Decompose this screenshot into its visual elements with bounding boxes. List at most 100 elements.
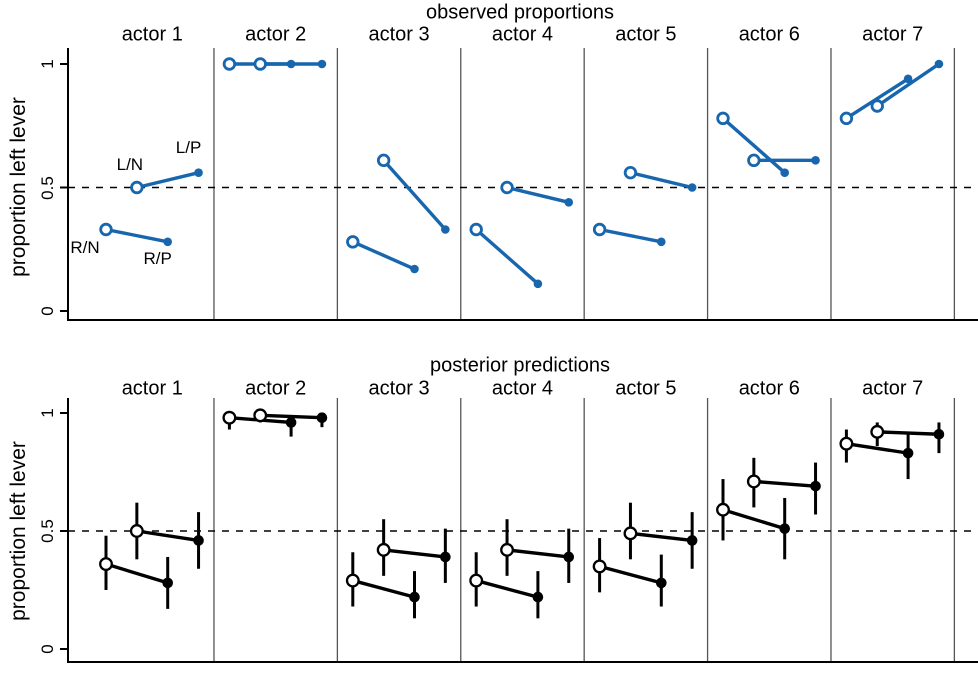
observed-open-point [376, 153, 391, 168]
actor-label: actor 2 [245, 23, 307, 46]
observed-filled-point [780, 168, 789, 177]
observed-filled-point [811, 156, 820, 165]
posterior-open-point [253, 408, 268, 423]
actor-label: actor 7 [862, 377, 924, 400]
posterior-filled-point [902, 447, 914, 459]
actor-label: actor 6 [738, 377, 800, 400]
observed-segment [382, 159, 447, 231]
y-tick-label: 1 [38, 408, 57, 418]
top-panel-title: observed proportions [426, 1, 614, 24]
observed-segment [876, 62, 940, 108]
observed-segment [352, 240, 416, 271]
actor-label: actor 2 [245, 377, 307, 400]
observed-open-point [592, 222, 607, 237]
y-tick-label: 0.5 [38, 175, 57, 200]
y-axis-label-bottom: proportion left lever [7, 441, 30, 621]
observed-open-point [747, 153, 761, 168]
posterior-open-point [376, 542, 391, 557]
observed-segment [105, 227, 169, 244]
observed-filled-point [687, 183, 697, 192]
observed-filled-point [286, 59, 296, 69]
observed-filled-point [903, 74, 913, 84]
y-tick-label: 0 [38, 306, 57, 316]
actor-label: actor 1 [121, 23, 183, 46]
posterior-open-point [839, 436, 854, 451]
observed-segment [599, 227, 662, 244]
posterior-segment [352, 578, 415, 599]
posterior-open-point [129, 524, 144, 538]
posterior-segment [506, 548, 569, 559]
observed-filled-point [441, 225, 450, 234]
observed-filled-point [657, 237, 666, 247]
actor-label: actor 1 [121, 377, 183, 400]
observed-segment [475, 228, 540, 286]
posterior-segment [105, 562, 169, 585]
observed-open-point [716, 111, 730, 126]
observed-open-point [346, 235, 360, 249]
posterior-segment [846, 441, 909, 455]
condition-label: L/N [116, 154, 144, 174]
posterior-filled-point [656, 577, 667, 589]
observed-open-point [870, 99, 884, 113]
posterior-open-point [500, 542, 515, 557]
posterior-filled-point [409, 591, 420, 603]
actor-label: actor 3 [368, 23, 430, 46]
actor-label: actor 4 [491, 377, 554, 400]
posterior-open-point [716, 502, 730, 517]
posterior-filled-point [810, 480, 821, 492]
posterior-filled-point [316, 412, 328, 424]
posterior-segment [753, 479, 816, 488]
observed-open-point [500, 180, 514, 195]
posterior-segment [722, 508, 786, 531]
posterior-open-point [870, 424, 885, 439]
posterior-segment [599, 564, 662, 585]
posterior-filled-point [162, 577, 173, 589]
condition-label: R/P [143, 248, 172, 268]
observed-open-point [839, 111, 854, 126]
observed-open-point [623, 165, 638, 180]
observed-filled-point [934, 59, 944, 69]
posterior-open-point [222, 410, 237, 425]
posterior-filled-point [779, 523, 790, 534]
posterior-open-point [469, 573, 484, 588]
observed-filled-point [410, 264, 419, 274]
observed-filled-point [533, 279, 543, 289]
actor-label: actor 6 [738, 23, 800, 46]
y-tick-label: 1 [38, 59, 57, 69]
condition-label: R/N [70, 238, 100, 258]
posterior-filled-point [285, 417, 297, 428]
observed-open-point [99, 222, 113, 237]
observed-segment [506, 185, 570, 204]
actor-label: actor 3 [368, 377, 430, 400]
posterior-open-point [592, 559, 607, 574]
observed-segment [845, 77, 910, 120]
observed-segment [721, 117, 786, 174]
observed-segment [136, 171, 199, 190]
posterior-open-point [623, 526, 638, 541]
observed-open-point [222, 57, 237, 71]
actor-label: actor 4 [491, 23, 554, 46]
y-axis-label-top: proportion left lever [7, 97, 30, 277]
observed-filled-point [163, 237, 172, 247]
actor-label: actor 7 [862, 23, 924, 46]
observed-open-point [469, 222, 483, 237]
actor-label: actor 5 [615, 23, 677, 46]
posterior-segment [136, 529, 199, 543]
posterior-filled-point [563, 551, 575, 563]
observed-filled-point [317, 59, 327, 69]
observed-filled-point [564, 198, 574, 207]
posterior-open-point [99, 557, 113, 571]
condition-label: L/P [175, 137, 202, 157]
actor-label: actor 5 [615, 377, 677, 400]
posterior-filled-point [933, 428, 945, 440]
observed-segment [630, 171, 693, 190]
posterior-segment [260, 413, 323, 420]
posterior-filled-point [686, 535, 698, 546]
posterior-segment [383, 548, 446, 559]
posterior-open-point [345, 573, 360, 588]
observed-open-point [130, 180, 144, 195]
posterior-segment [475, 578, 539, 599]
posterior-segment [877, 430, 940, 436]
bottom-panel-title: posterior predictions [429, 354, 611, 377]
